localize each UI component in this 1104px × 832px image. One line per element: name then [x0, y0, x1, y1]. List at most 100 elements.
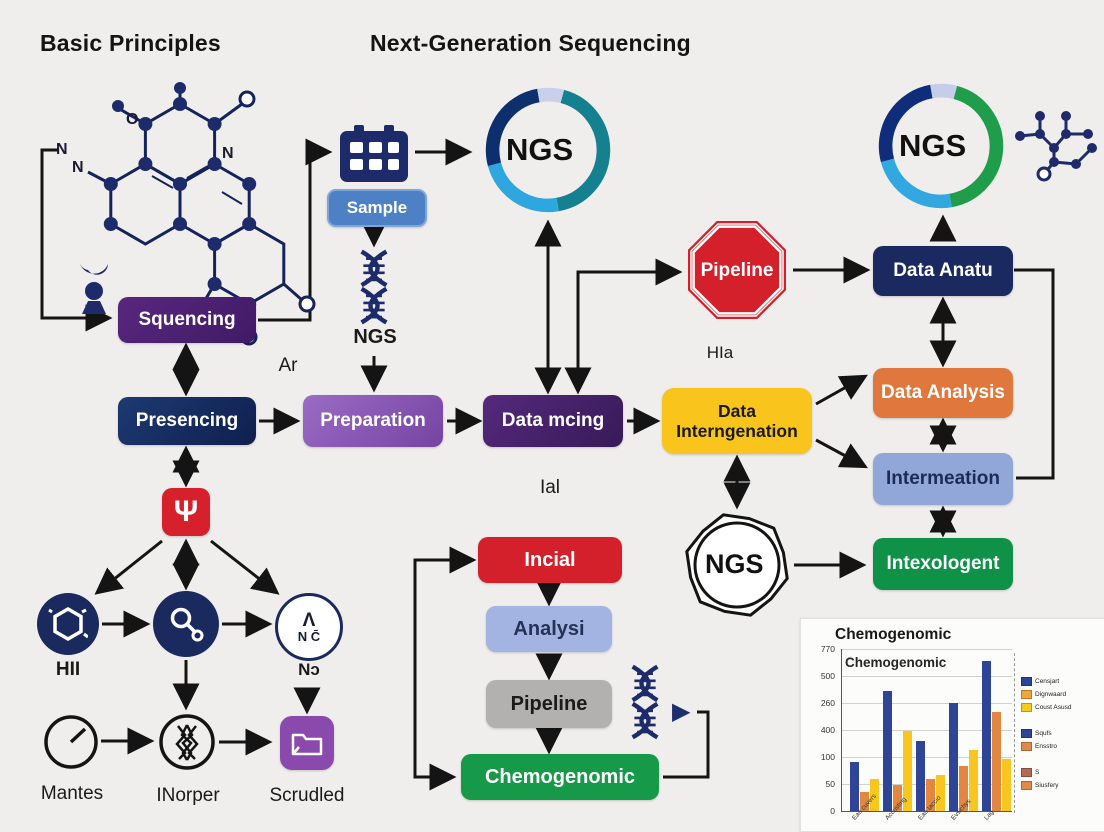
node-intermeation: Intermeation [873, 453, 1013, 505]
hia-label: HIa [706, 343, 734, 362]
ngs-ring-right-icon [878, 83, 1004, 209]
legend-item: S [1021, 768, 1104, 777]
connector-yellow-dataanalysis [815, 374, 868, 406]
legend-label: S [1035, 769, 1040, 776]
dna-helix-icon-small [622, 660, 668, 744]
bar-Ensstro [860, 792, 869, 811]
legend-swatch [1021, 742, 1032, 751]
bar-Censjart [883, 691, 892, 811]
y-tick-label: 50 [825, 779, 835, 789]
bar-Ensstro [959, 765, 968, 811]
ngs-ring-right-label: NGS [899, 128, 967, 163]
legend-label: Censjart [1035, 678, 1060, 685]
bar-Coust Asusd [870, 779, 879, 811]
bar-Coust Asusd [936, 775, 945, 811]
connector-loop-chemogenomic-incial [413, 546, 477, 791]
legend-axis-dashline [1014, 653, 1015, 813]
bar-Censjart [916, 740, 925, 811]
node-preparation: Preparation [303, 395, 443, 447]
bar-Censjart [850, 761, 859, 811]
gridline [842, 703, 1012, 704]
nc-circle-icon: Λ N C̄ [275, 593, 343, 661]
legend-item: Coust Asusd [1021, 703, 1104, 712]
scrudled-label: Scrudled [269, 785, 345, 806]
folder-glyph [291, 733, 323, 756]
molecule-atom-label: N [56, 141, 68, 158]
title-basic-principles: Basic Principles [40, 30, 221, 56]
node-incial: Incial [478, 537, 622, 583]
legend-item: Ensstro [1021, 742, 1104, 751]
gridline [842, 757, 1012, 758]
nc-circle-top: Λ [302, 610, 316, 631]
bar-Censjart [949, 702, 958, 811]
node-chemogenomic: Chemogenomic [461, 754, 659, 800]
legend-swatch [1021, 703, 1032, 712]
legend-swatch [1021, 781, 1032, 790]
node-incial-label: Incial [524, 548, 576, 571]
node-intermeation-label: Intermeation [885, 468, 1001, 489]
ial-label: Ial [539, 477, 561, 498]
y-tick-label: 500 [820, 671, 835, 681]
title-next-generation-sequencing: Next-Generation Sequencing [370, 30, 691, 56]
molecule-atom-label: N [72, 159, 84, 176]
clock-icon [44, 715, 98, 769]
pipeline-octagon-label: Pipeline [700, 260, 774, 281]
connector-bracket-left-to-squencing [40, 148, 113, 332]
node-squencing-label: Squencing [138, 309, 236, 330]
benzene-ring-glyph [48, 606, 88, 642]
node-squencing: Squencing [118, 297, 256, 343]
legend-item: Censjart [1021, 677, 1104, 686]
legend-swatch [1021, 768, 1032, 777]
sample-label: Sample [346, 198, 408, 217]
chart-title: Chemogenomic [835, 626, 952, 643]
node-data-anatu: Data Anatu [873, 246, 1013, 296]
node-pipeline-gray: Pipeline [486, 680, 612, 728]
connector-psi-circle1 [94, 539, 163, 595]
psi-icon: Ψ [162, 488, 210, 536]
chart-plot [841, 649, 1012, 812]
node-data-analysis-label: Data Analysis [881, 382, 1005, 403]
connector-yellow-intermeation [815, 438, 868, 469]
connector-squencing-to-calendar [258, 138, 333, 322]
bar-Ensstro [992, 712, 1001, 811]
ar-label: Ar [278, 355, 298, 376]
calendar-icon [340, 125, 408, 182]
chart-inner-label: Chemogenomic [845, 655, 947, 670]
legend-swatch [1021, 690, 1032, 699]
legend-item: Siusfery [1021, 781, 1104, 790]
connector-right-bracket [1014, 268, 1055, 480]
ngs-seal-label: NGS [705, 549, 764, 579]
hii-label: HII [55, 659, 81, 680]
bar-Coust Asusd [903, 731, 912, 811]
node-data-interngenation-line2: Interngenation [676, 421, 798, 441]
legend-label: Ensstro [1035, 743, 1058, 750]
bar-Coust Asusd [969, 750, 978, 811]
bar-Ensstro [926, 779, 935, 811]
inorper-label: INorper [156, 785, 220, 806]
node-intexologent: Intexologent [873, 538, 1013, 590]
connector-chemogenomic-dna-elbow [663, 710, 710, 779]
legend-swatch [1021, 677, 1032, 686]
legend-label: Coust Asusd [1035, 704, 1072, 711]
bar-Ensstro [893, 784, 902, 811]
legend-swatch [1021, 729, 1032, 738]
no-label: Nɔ [298, 660, 320, 679]
ngs-ring-center-icon [485, 87, 611, 213]
gridline [842, 649, 1012, 650]
chalice-icon [80, 264, 108, 314]
mantes-label: Mantes [40, 783, 104, 804]
small-molecule-icon [1015, 111, 1097, 182]
legend-label: Squfs [1035, 730, 1052, 737]
y-tick-label: 400 [820, 725, 835, 735]
magnifier-nodes-circle-icon [153, 591, 219, 657]
sample-badge: Sample [327, 189, 427, 227]
connector-datamcing-pipeline-elbow [564, 258, 683, 395]
bar-Coust Asusd [1002, 759, 1011, 811]
magnifier-glyph [170, 607, 204, 642]
connector-psi-circle3 [210, 539, 280, 595]
